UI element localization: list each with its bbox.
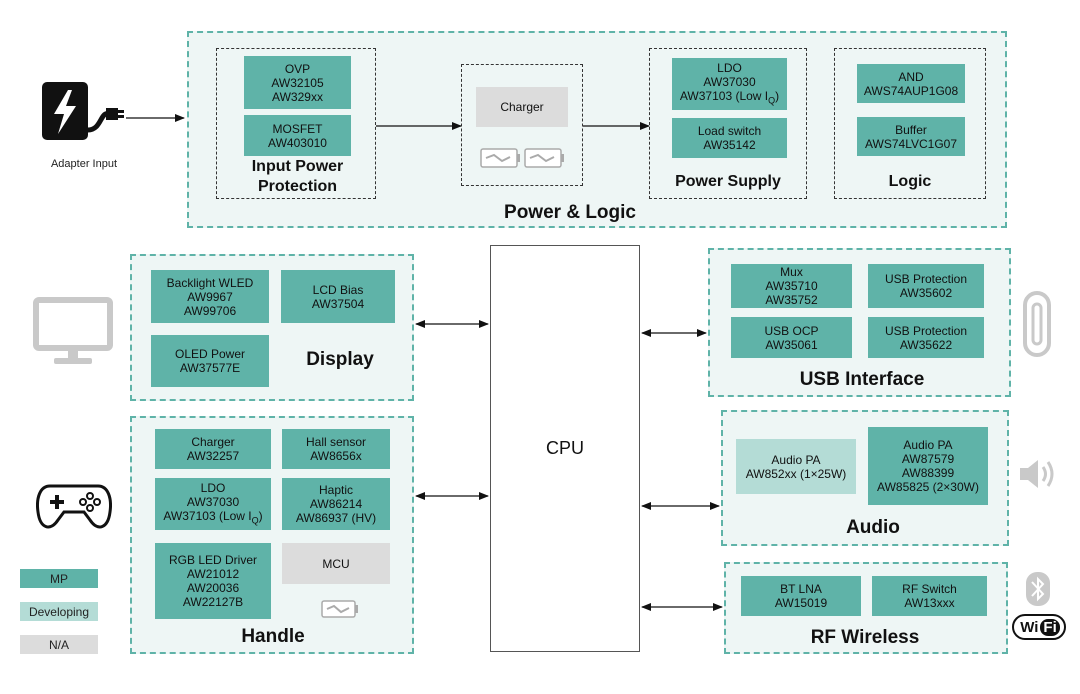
usb-c-port-icon [1022,290,1052,358]
gamepad-icon [36,480,112,534]
mux-chip: Mux AW35710 AW35752 [731,264,852,308]
ldo-line3: AW37103 (Low IQ) [679,88,780,106]
ldo-line1: LDO [717,60,742,75]
audio-pa-1-chip: Audio PA AW852xx (1×25W) [736,439,856,494]
monitor-icon [32,296,114,368]
usb-ocp-chip: USB OCP AW35061 [731,317,852,358]
hall-sensor-chip: Hall sensor AW8656x [282,429,390,469]
handle-ldo-line2: AW37030 [186,494,240,509]
ldo-line2: AW37030 [703,74,756,89]
cpu-block: CPU [490,245,640,652]
oled-power-chip: OLED Power AW37577E [151,335,269,387]
lcd-bias-chip: LCD Bias AW37504 [281,270,395,323]
ovp-chip: OVP AW32105 AW329xx [244,56,351,109]
handle-ldo-line1: LDO [200,480,226,495]
haptic-chip: Haptic AW86214 AW86937 (HV) [282,478,390,530]
handle-ldo-chip: LDO AW37030 AW37103 (Low IQ) [155,478,271,530]
adapter-input-label: Adapter Input [50,158,118,170]
logic-title: Logic [888,173,932,190]
usb-title: USB Interface [799,369,925,390]
handle-charger-chip: Charger AW32257 [155,429,271,469]
audio-pa-2-chip: Audio PA AW87579 AW88399 AW85825 (2×30W) [868,427,988,505]
logic-group [834,48,986,199]
charger-chip: Charger [476,87,568,127]
adapter-plug-icon [40,80,126,160]
handle-battery-icon [321,598,361,620]
wifi-left-text: Wi [1020,618,1039,636]
mcu-chip: MCU [282,543,390,584]
power-supply-title: Power Supply [675,173,781,190]
load-switch-chip: Load switch AW35142 [672,118,787,158]
wifi-right-text: Fi [1040,618,1060,636]
battery-icon [480,146,566,170]
and-chip: AND AWS74AUP1G08 [857,64,965,103]
speaker-icon [1018,456,1058,492]
buffer-chip: Buffer AWS74LVC1G07 [857,117,965,156]
mosfet-chip: MOSFET AW403010 [244,115,351,156]
handle-ldo-line3: AW37103 (Low IQ) [163,508,263,526]
bt-lna-chip: BT LNA AW15019 [741,576,861,616]
legend-na: N/A [20,635,98,654]
handle-title: Handle [241,626,305,647]
display-title: Display [306,349,374,370]
audio-title: Audio [846,517,900,538]
usb-protection-1-chip: USB Protection AW35602 [868,264,984,308]
wifi-icon: Wi Fi [1012,614,1066,640]
input-protection-group [216,48,376,199]
backlight-wled-chip: Backlight WLED AW9967 AW99706 [151,270,269,323]
legend-developing: Developing [20,602,98,621]
ldo-chip: LDO AW37030 AW37103 (Low IQ) [672,58,787,110]
rf-switch-chip: RF Switch AW13xxx [872,576,987,616]
rf-title: RF Wireless [810,627,920,648]
input-protection-title: Input Power Protection [251,158,344,195]
legend-mp: MP [20,569,98,588]
power-logic-title: Power & Logic [504,202,636,223]
bluetooth-icon [1026,572,1050,606]
rgb-led-driver-chip: RGB LED Driver AW21012 AW20036 AW22127B [155,543,271,619]
usb-protection-2-chip: USB Protection AW35622 [868,317,984,358]
